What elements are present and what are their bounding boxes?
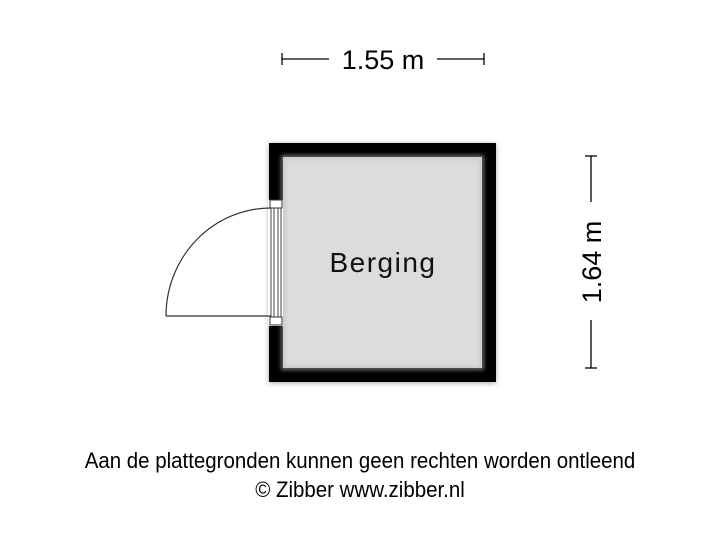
height-dimension-label: 1.64 m bbox=[577, 221, 607, 304]
width-dimension: 1.55 m bbox=[281, 45, 485, 75]
height-dimension: 1.64 m bbox=[577, 155, 607, 369]
width-dimension-label: 1.55 m bbox=[342, 45, 425, 75]
disclaimer-text: Aan de plattegronden kunnen geen rechten… bbox=[84, 448, 636, 473]
door-jamb-top bbox=[269, 199, 283, 209]
room-label: Berging bbox=[329, 247, 436, 278]
door bbox=[165, 199, 285, 326]
room-floor bbox=[283, 157, 482, 368]
copyright-text: © Zibber www.zibber.nl bbox=[255, 477, 465, 502]
door-swing-arc bbox=[165, 207, 272, 317]
door-jamb-bottom bbox=[269, 316, 283, 326]
room-berging[interactable]: Berging bbox=[269, 143, 496, 382]
